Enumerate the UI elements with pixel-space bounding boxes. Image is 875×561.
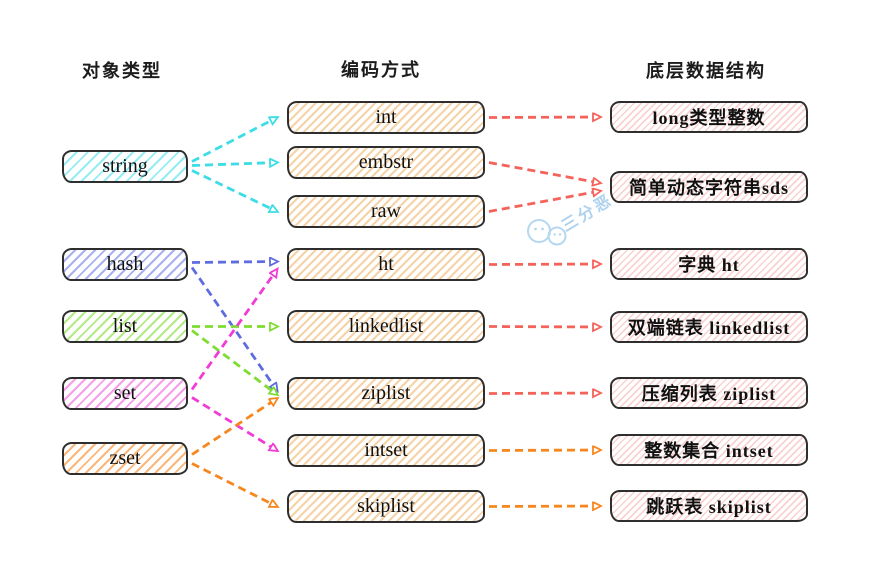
edge-ziplist-ds-zip [488, 393, 600, 394]
node-label-ds-sds: 简单动态字符串sds [628, 178, 790, 198]
node-ds-long: long类型整数 [610, 101, 808, 133]
edge-hash-ziplist [190, 266, 277, 391]
node-label-ziplist: ziplist [361, 382, 411, 404]
node-label-ds-dict: 字典 ht [678, 255, 740, 275]
node-label-ds-zip: 压缩列表 ziplist [641, 384, 777, 404]
edge-zset-skiplist [191, 462, 277, 507]
edge-set-intset [191, 396, 277, 451]
node-ds-intset: 整数集合 intset [610, 434, 808, 466]
node-label-zset: zset [109, 447, 141, 469]
column-header-data-structures: 底层数据结构 [646, 61, 766, 81]
edge-hash-ht [191, 262, 277, 263]
node-label-ds-intset: 整数集合 intset [644, 441, 774, 461]
edge-embstr-ds-sds [488, 161, 600, 184]
watermark-text: 三分恶 [558, 191, 617, 236]
node-embstr: embstr [287, 146, 485, 179]
node-linkedlist: linkedlist [287, 310, 485, 343]
edge-zset-ziplist [191, 399, 277, 456]
node-label-string: string [102, 155, 148, 177]
wechat-bubbles-icon [527, 219, 567, 246]
node-raw: raw [287, 195, 485, 228]
edge-intset-ds-intset [488, 450, 600, 451]
node-label-skiplist: skiplist [357, 495, 415, 517]
edge-string-raw [191, 169, 277, 212]
node-label-list: list [112, 315, 138, 337]
node-list: list [62, 310, 188, 343]
node-label-linkedlist: linkedlist [348, 315, 424, 337]
node-label-ds-skip: 跳跃表 skiplist [646, 497, 772, 517]
edge-int-ds-long [488, 117, 600, 118]
node-label-ht: ht [378, 253, 394, 275]
edge-raw-ds-sds [488, 191, 600, 213]
node-skiplist: skiplist [287, 490, 485, 523]
column-header-object-types: 对象类型 [82, 61, 162, 81]
node-ds-sds: 简单动态字符串sds [610, 171, 808, 203]
node-set: set [62, 377, 188, 410]
node-string: string [62, 150, 188, 183]
node-label-intset: intset [364, 439, 408, 461]
node-zset: zset [62, 442, 188, 475]
node-ht: ht [287, 248, 485, 281]
node-label-embstr: embstr [358, 151, 414, 173]
node-ds-linked: 双端链表 linkedlist [610, 311, 808, 343]
node-int: int [287, 101, 485, 134]
node-label-raw: raw [371, 200, 401, 222]
edge-list-ziplist [191, 329, 277, 395]
node-intset: intset [287, 434, 485, 467]
node-ziplist: ziplist [287, 377, 485, 410]
column-header-encodings: 编码方式 [341, 60, 421, 80]
edge-ht-ds-dict [488, 264, 600, 265]
edge-string-embstr [191, 163, 277, 166]
node-ds-skip: 跳跃表 skiplist [610, 490, 808, 522]
edge-skiplist-ds-skip [488, 506, 600, 507]
node-label-set: set [113, 382, 137, 404]
node-ds-dict: 字典 ht [610, 248, 808, 280]
edge-linkedlist-ds-linked [488, 327, 600, 328]
node-label-hash: hash [106, 253, 144, 275]
edge-set-ht [190, 270, 277, 391]
node-hash: hash [62, 248, 188, 281]
edge-string-int [191, 118, 277, 163]
node-label-ds-linked: 双端链表 linkedlist [627, 318, 791, 338]
node-label-int: int [375, 106, 397, 128]
node-label-ds-long: long类型整数 [652, 108, 766, 128]
node-ds-zip: 压缩列表 ziplist [610, 377, 808, 409]
